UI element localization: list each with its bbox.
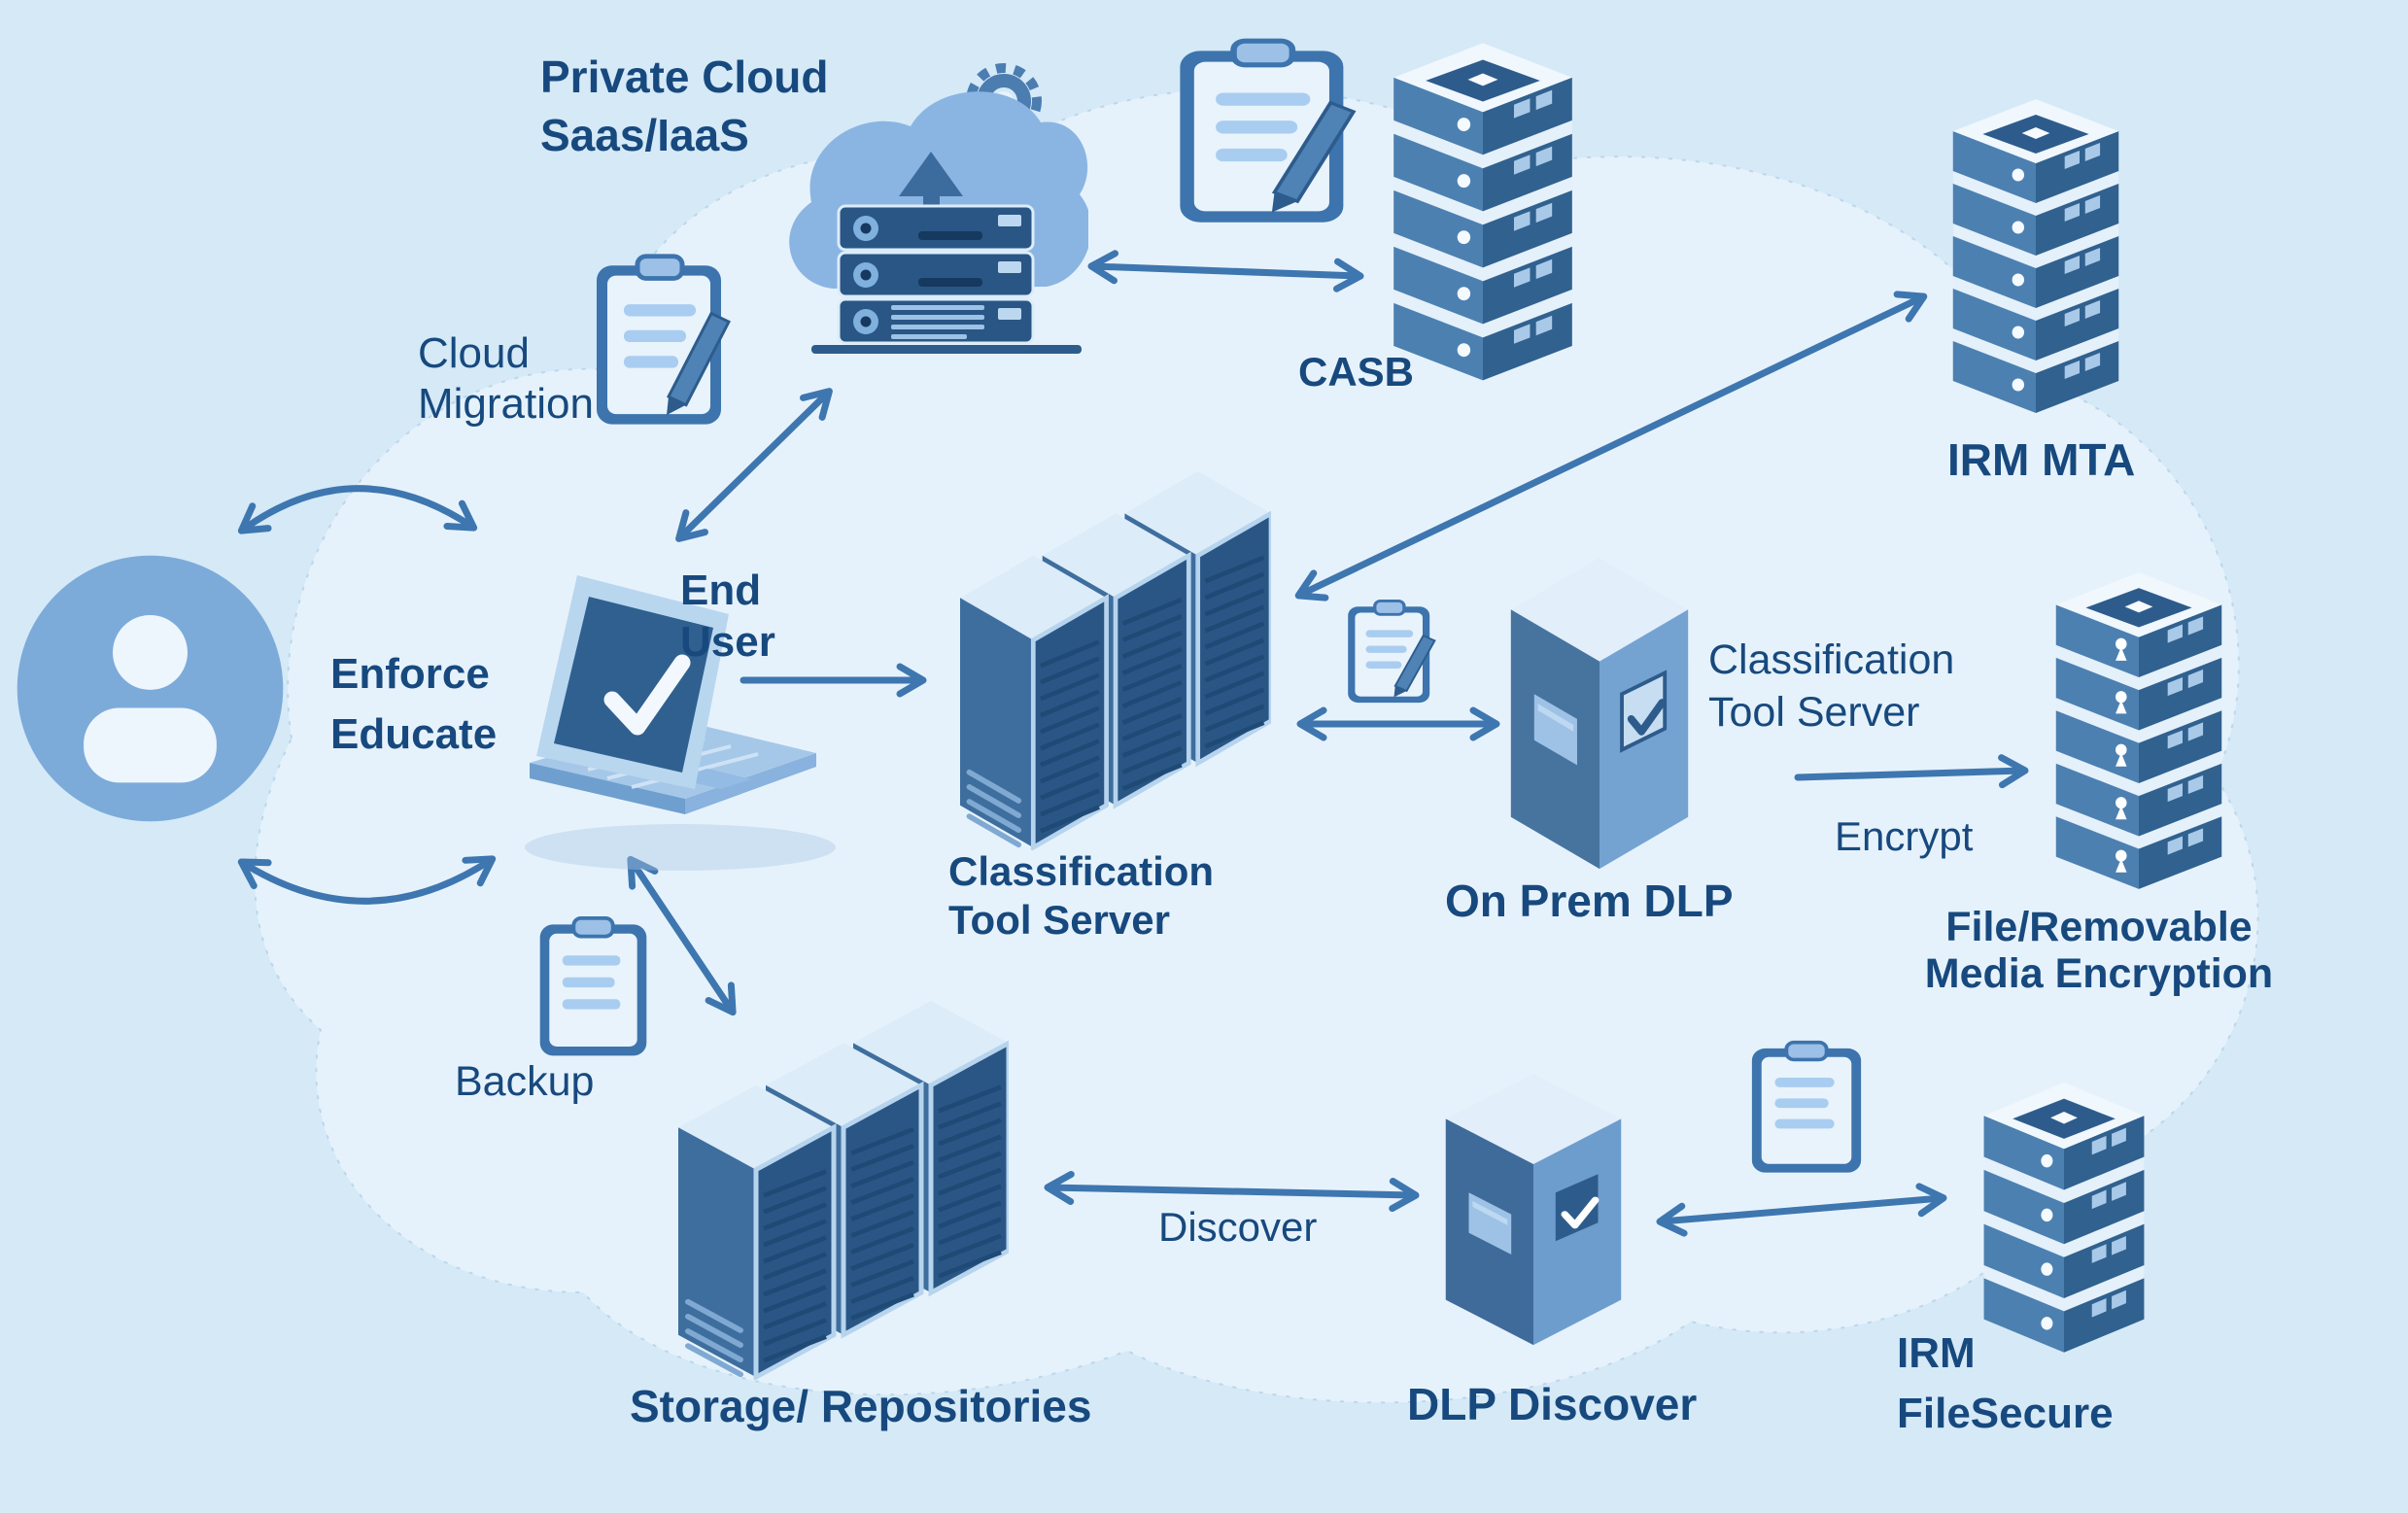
label-classification-center: Classification Tool Server	[948, 848, 1215, 944]
label-casb: CASB	[1298, 349, 1415, 395]
label-private-cloud: Private Cloud Saas/IaaS	[540, 52, 829, 160]
arrow-laptop-cloud	[675, 388, 833, 542]
arrow-laptop-storage	[627, 855, 737, 1016]
clipboard-pen-icon	[1162, 35, 1366, 234]
label-backup: Backup	[455, 1058, 595, 1105]
cloud-upload-servers-icon	[773, 51, 1088, 357]
label-irm-filesecure: IRM FileSecure	[1897, 1329, 2114, 1437]
label-end-user: End User	[680, 567, 775, 666]
label-irm-mta: IRM MTA	[1947, 434, 2136, 485]
storage-server-towers-icon	[678, 999, 1009, 1380]
user-avatar-icon	[12, 550, 289, 827]
casb-server-stack-icon	[1388, 39, 1578, 389]
backup-clipboard-icon	[533, 915, 654, 1061]
arrow-encrypt	[1794, 754, 2029, 789]
label-file-media-encryption: File/Removable Media Encryption	[1924, 904, 2274, 998]
clipboard-pen-icon	[583, 251, 739, 435]
encryption-server-stack-icon	[2050, 568, 2227, 897]
arrow-person-laptop-top	[237, 485, 478, 534]
arrow-classification-irm-mta	[1294, 291, 1928, 602]
label-on-prem-dlp: On Prem DLP	[1445, 876, 1734, 926]
irm-mta-server-stack-icon	[1947, 95, 2124, 421]
on-prem-dlp-appliance-icon	[1506, 550, 1693, 877]
label-storage-repositories: Storage/ Repositories	[630, 1381, 1092, 1431]
label-discover: Discover	[1158, 1204, 1318, 1250]
arrow-storage-dlpdiscover	[1044, 1170, 1420, 1213]
label-classification-right: Classification Tool Server	[1708, 636, 1955, 737]
classification-server-towers-icon	[960, 469, 1271, 850]
arrow-cloud-casb	[1087, 250, 1364, 292]
label-encrypt: Encrypt	[1835, 813, 1974, 859]
label-enforce-educate: Enforce Educate	[330, 650, 498, 759]
arrow-dlpdiscover-filesecure	[1656, 1183, 1947, 1237]
laptop-check-icon	[476, 554, 865, 879]
arrow-person-laptop-bottom	[237, 855, 497, 905]
label-cloud-migration: Cloud Migration	[418, 329, 594, 428]
filesecure-clipboard-icon	[1744, 1040, 1869, 1178]
label-dlp-discover: DLP Discover	[1407, 1379, 1698, 1429]
dlp-discover-appliance-icon	[1441, 1067, 1626, 1352]
irm-filesecure-server-stack-icon	[1978, 1079, 2150, 1360]
note-pen-icon	[1339, 598, 1441, 709]
